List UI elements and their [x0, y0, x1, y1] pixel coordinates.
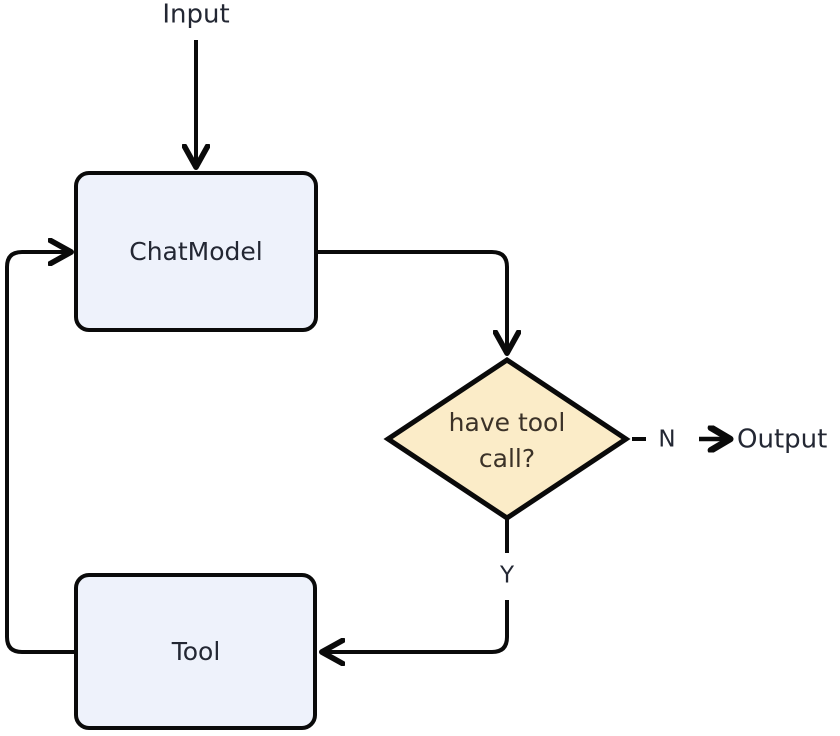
edge-label-n: N: [658, 427, 675, 453]
output-label: Output: [737, 425, 827, 455]
decision-diamond[interactable]: [383, 356, 631, 522]
chatmodel-label: ChatModel: [129, 237, 262, 266]
decision-label-line1: have tool: [449, 408, 566, 437]
edge-chatmodel-to-decision: [316, 250, 507, 352]
edge-label-y: Y: [499, 563, 515, 589]
tool-label: Tool: [171, 637, 221, 666]
edge-path-tool-chatmodel: [5, 252, 76, 654]
node-chatmodel[interactable]: ChatModel: [74, 171, 318, 332]
edge-tool-to-chatmodel: [5, 252, 76, 654]
edge-decision-to-output: N: [632, 427, 729, 453]
decision-label-line2: call?: [479, 444, 535, 473]
edge-decision-to-tool: Y: [323, 518, 515, 652]
input-label: Input: [162, 0, 229, 30]
edge-path-chatmodel-decision: [316, 250, 507, 352]
node-decision[interactable]: have tool call?: [383, 356, 631, 522]
node-tool[interactable]: Tool: [74, 573, 317, 730]
edge-path-decision-tool: [323, 600, 509, 652]
